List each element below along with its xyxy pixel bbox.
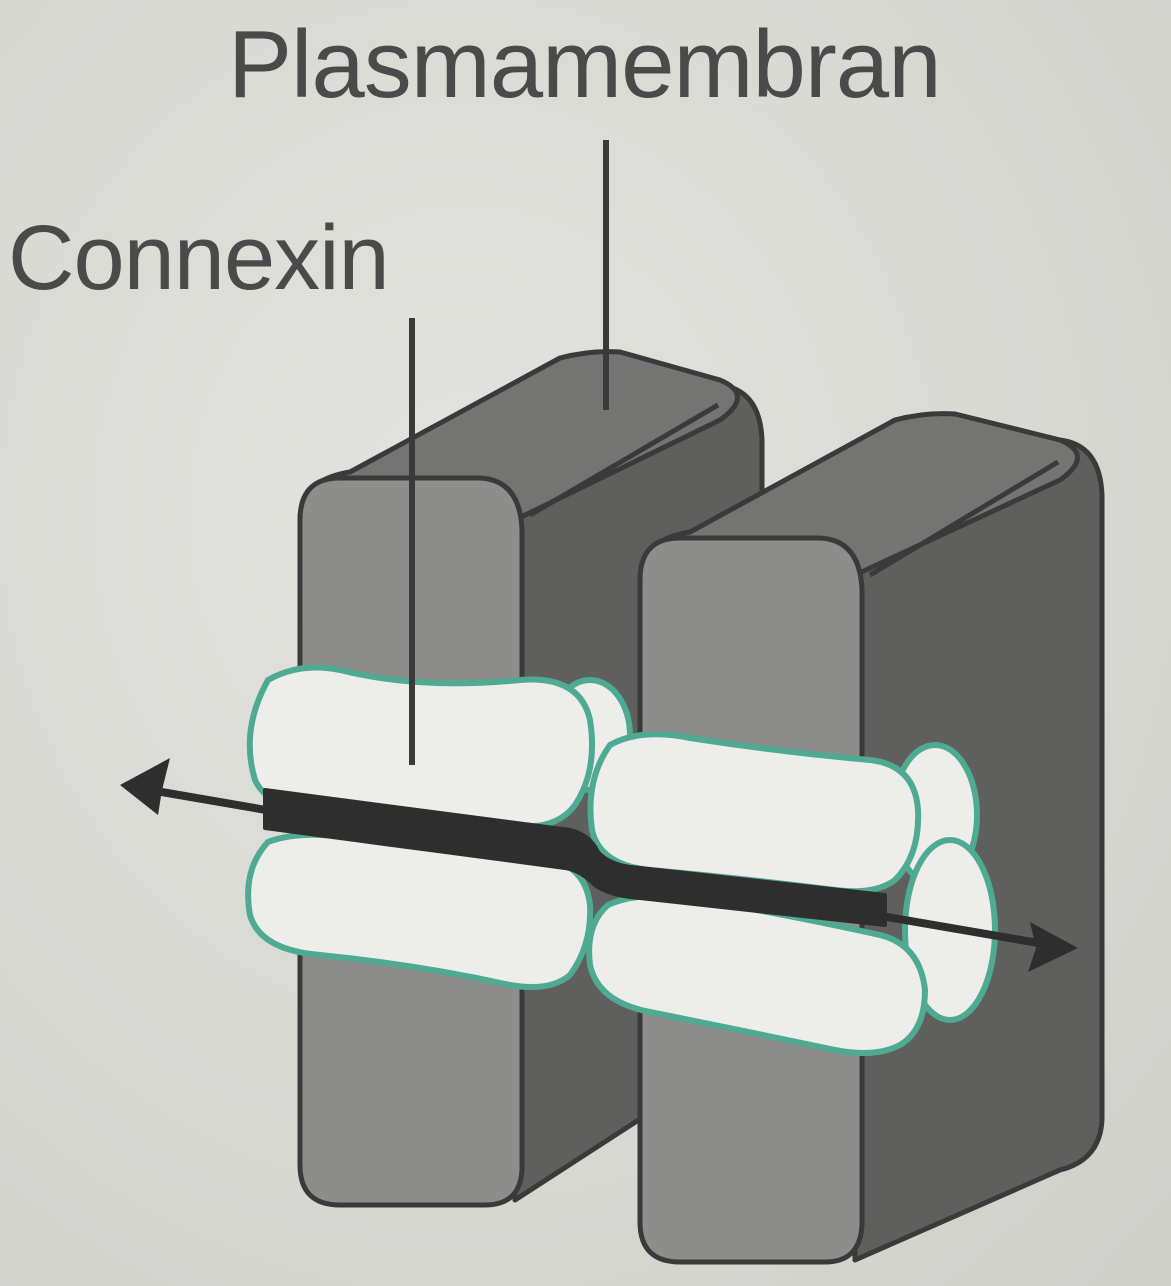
plasma-membrane-label: Plasmamembran (228, 11, 942, 118)
right-membrane-side (852, 437, 1105, 1263)
left-connexon (245, 664, 633, 990)
arrow-right-icon (1028, 922, 1078, 972)
right-connexon (586, 731, 998, 1056)
transport-arrow-line (149, 786, 1051, 949)
right-membrane-edge (868, 459, 1060, 578)
left-membrane-edge (528, 402, 720, 518)
connexin-label: Connexin (8, 207, 390, 309)
right-connexin-upper (587, 731, 922, 895)
arrow-left-icon (120, 758, 170, 815)
